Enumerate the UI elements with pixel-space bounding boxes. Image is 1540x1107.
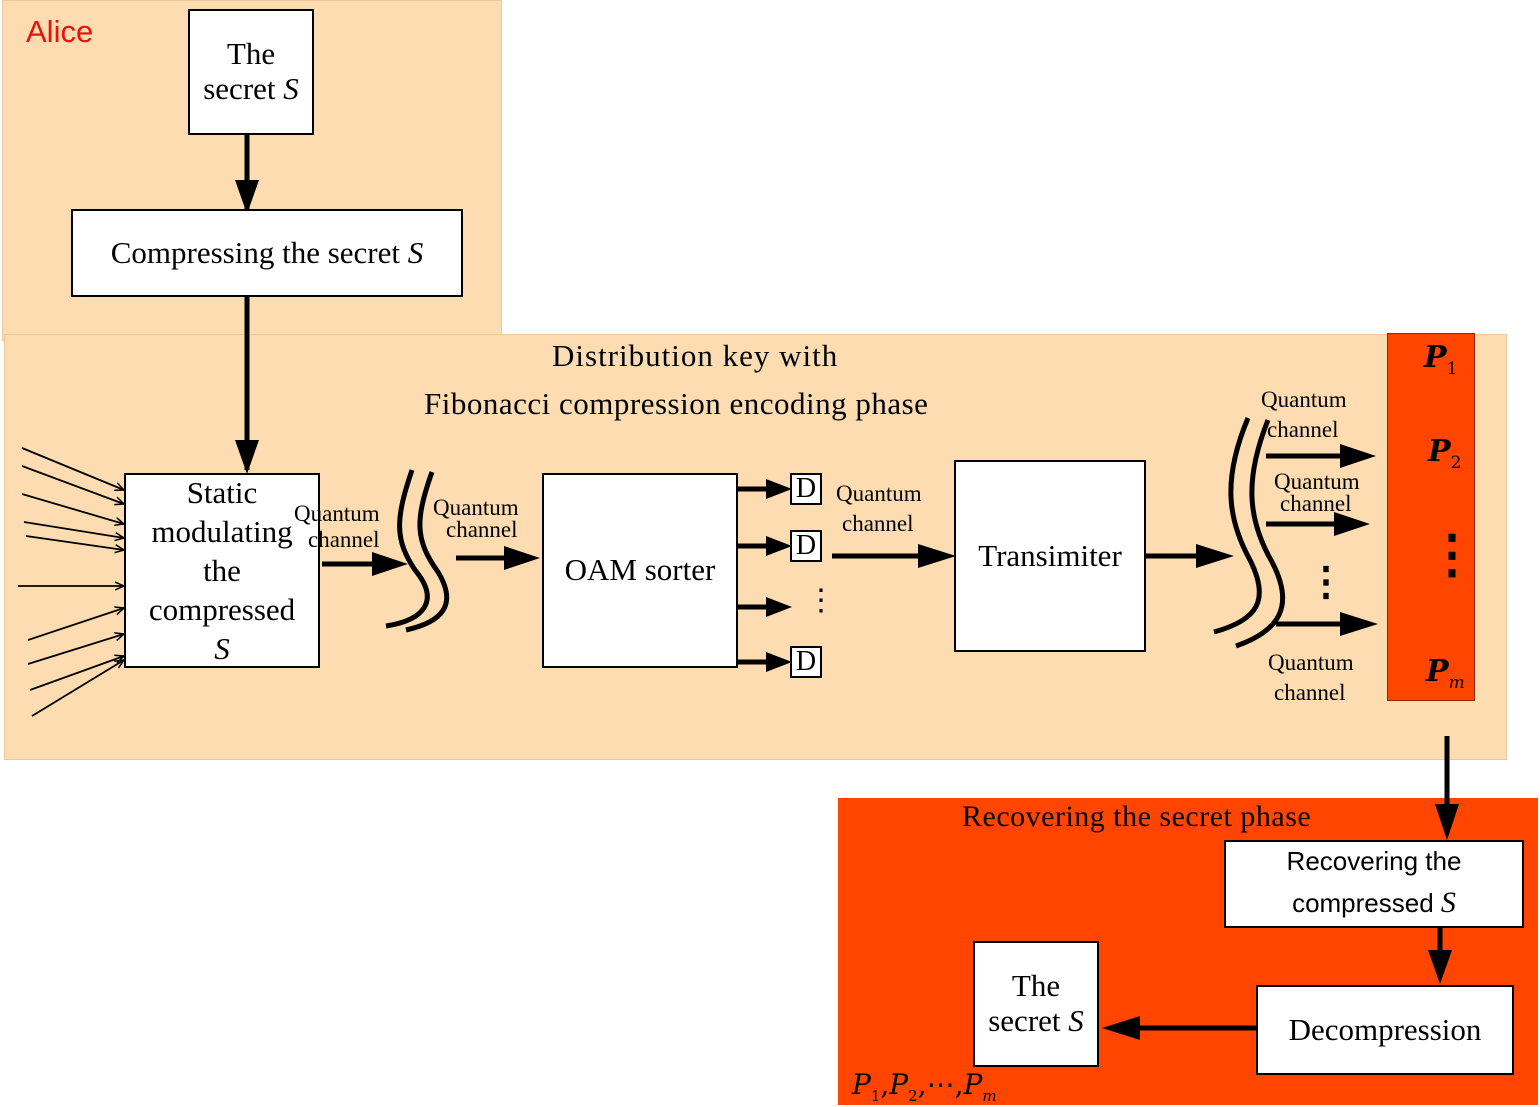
detector-vdots: ⋮	[806, 584, 836, 617]
p1-symbol: P	[1424, 340, 1447, 375]
qc-label-1-top: Quantum	[294, 501, 380, 526]
transmitter-box: Transimiter	[954, 460, 1146, 652]
list-pm-sub: m	[982, 1087, 997, 1105]
secret-bottom-line2-wrap: secret S	[988, 1003, 1084, 1039]
distribution-title-line2: Fibonacci compression encoding phase	[424, 386, 929, 421]
participants-vdots: ⋮	[1426, 527, 1478, 584]
recovering-line2-wrap: compressed S	[1292, 881, 1456, 925]
oam-sorter-box: OAM sorter	[542, 473, 738, 668]
qc-label-4-bottom: channel	[1267, 417, 1339, 442]
compressing-box: Compressing the secret S	[71, 209, 463, 297]
list-ellipsis: ⋯	[926, 1068, 955, 1101]
list-p1: P	[852, 1068, 871, 1101]
detector-2: D	[790, 530, 822, 562]
static-line1: Static	[186, 474, 258, 510]
secret-input-box: The secret S	[188, 9, 314, 135]
list-p1-sub: 1	[870, 1087, 881, 1105]
qc-label-3-bottom: channel	[842, 511, 914, 536]
output-vdots: ⋮	[1306, 559, 1346, 604]
recovering-title: Recovering the secret phase	[962, 800, 1312, 833]
list-p2-sub: 2	[908, 1087, 918, 1105]
secret-output-box: The secret S	[973, 941, 1099, 1067]
decompression-text: Decompression	[1288, 1011, 1482, 1047]
channel-curve-2a	[1213, 417, 1262, 635]
list-p2: P	[889, 1068, 909, 1101]
participants-column	[1387, 333, 1475, 701]
qc-label-5-bottom: channel	[1280, 491, 1352, 516]
secret-top-line2-wrap: secret S	[203, 71, 299, 107]
alice-label: Alice	[26, 14, 94, 49]
qc-label-2-bottom: channel	[446, 517, 518, 542]
qc-label-6-bottom: channel	[1274, 680, 1346, 705]
detector-3: D	[790, 646, 822, 678]
list-sep-3: ,	[954, 1068, 964, 1101]
participant-pm: Pm	[1426, 654, 1465, 693]
qc-label-5-top: Quantum	[1274, 469, 1360, 494]
oam-sorter-text: OAM sorter	[564, 552, 716, 588]
list-sep-2: ,	[917, 1068, 927, 1101]
static-line4: compressed	[148, 592, 296, 628]
static-modulating-box: Static modulating the compressed S	[124, 473, 320, 668]
pm-symbol: P	[1426, 654, 1449, 689]
qc-label-1-bottom: channel	[308, 527, 380, 552]
compressing-text-wrap: Compressing the secret S	[110, 234, 424, 271]
secret-bottom-symbol: S	[1068, 1003, 1084, 1038]
list-pm: P	[963, 1068, 983, 1101]
decompression-box: Decompression	[1256, 985, 1514, 1075]
recovering-symbol: S	[1440, 886, 1456, 920]
secret-top-line2: secret	[203, 71, 276, 106]
qc-label-6-top: Quantum	[1268, 650, 1354, 675]
static-line3: the	[203, 552, 241, 588]
transmitter-text: Transimiter	[978, 537, 1122, 573]
p2-symbol: P	[1428, 434, 1451, 469]
recovering-line1: Recovering the	[1286, 846, 1462, 877]
recovering-line2: compressed	[1292, 888, 1434, 919]
compressing-symbol: S	[407, 234, 424, 270]
qc-label-4-top: Quantum	[1261, 387, 1347, 412]
participant-list: P1,P2,⋯,Pm	[852, 1068, 997, 1105]
channel-curve-2b	[1235, 419, 1286, 649]
secret-top-symbol: S	[283, 71, 299, 106]
secret-bottom-line1: The	[1011, 968, 1061, 1004]
pm-subscript: m	[1448, 673, 1465, 693]
static-symbol: S	[214, 631, 230, 667]
static-line2: modulating	[151, 513, 293, 549]
qc-label-3-top: Quantum	[836, 481, 922, 506]
input-rays	[18, 447, 124, 717]
recovering-compressed-box: Recovering the compressed S	[1224, 840, 1524, 928]
p2-subscript: 2	[1450, 453, 1462, 473]
list-sep-1: ,	[880, 1068, 890, 1101]
qc-label-2-top: Quantum	[433, 495, 519, 520]
channel-curve-1b	[405, 471, 450, 633]
secret-top-line1: The	[226, 36, 276, 72]
participant-p2: P2	[1428, 434, 1461, 473]
participant-p1: P1	[1424, 340, 1457, 379]
compressing-text: Compressing the secret	[110, 234, 400, 270]
channel-curve-1a	[385, 469, 430, 629]
distribution-title-line1: Distribution key with	[552, 338, 839, 373]
p1-subscript: 1	[1446, 359, 1458, 379]
detector-1: D	[790, 473, 822, 505]
secret-bottom-line2: secret	[988, 1003, 1061, 1038]
